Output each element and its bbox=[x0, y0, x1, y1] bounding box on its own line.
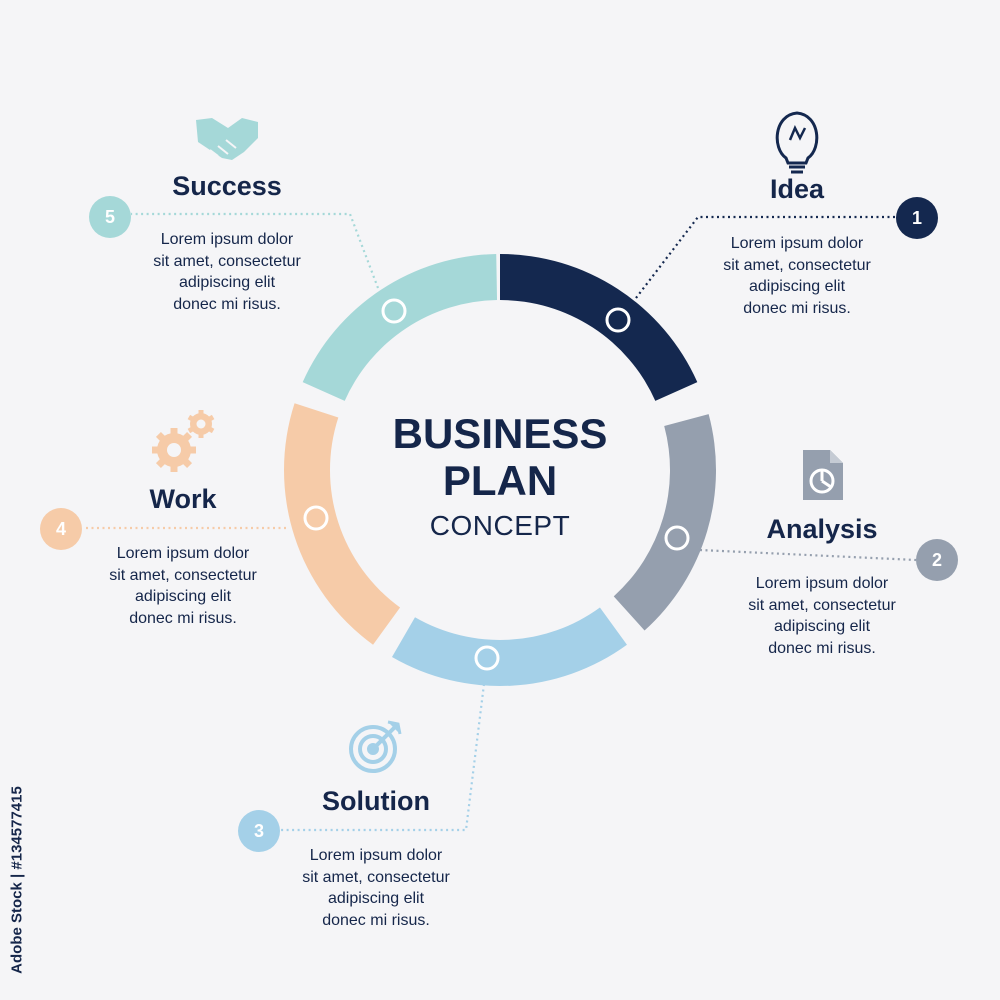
gear-tooth bbox=[182, 458, 193, 469]
step-description-analysis: Lorem ipsum dolor sit amet, consectetur … bbox=[712, 573, 932, 659]
center-subtitle: CONCEPT bbox=[429, 510, 571, 541]
step-description-solution: Lorem ipsum dolor sit amet, consectetur … bbox=[266, 845, 486, 931]
gear-tooth bbox=[155, 458, 166, 469]
step-badge-3: 3 bbox=[238, 810, 280, 852]
connector-line-idea bbox=[635, 215, 897, 299]
gear-tooth bbox=[198, 433, 204, 438]
step-badge-5: 5 bbox=[89, 196, 131, 238]
description-line: donec mi risus. bbox=[173, 295, 281, 313]
description-line: donec mi risus. bbox=[768, 639, 876, 657]
step-title-success: Success bbox=[172, 171, 282, 201]
ring-marker-success bbox=[381, 298, 407, 324]
description-line: sit amet, consectetur bbox=[153, 252, 301, 270]
ring-marker-work bbox=[303, 505, 329, 531]
gear-tooth bbox=[189, 446, 196, 454]
description-line: adipiscing elit bbox=[178, 274, 276, 291]
ring-segment-solution bbox=[392, 607, 627, 686]
description-line: sit amet, consectetur bbox=[723, 256, 871, 274]
step-title-solution: Solution bbox=[322, 786, 430, 816]
description-line: adipiscing elit bbox=[748, 278, 846, 295]
watermark-text: Adobe Stock | #134577415 bbox=[8, 786, 26, 974]
description-line: Lorem ipsum dolor bbox=[755, 575, 889, 592]
gear-tooth bbox=[170, 428, 178, 435]
step-title-work: Work bbox=[149, 484, 217, 514]
gear-tooth bbox=[187, 414, 195, 422]
gear-tooth bbox=[187, 426, 195, 434]
center-title-line1: BUSINESS bbox=[392, 410, 608, 457]
center-title-line2: PLAN bbox=[442, 457, 558, 504]
description-line: Lorem ipsum dolor bbox=[116, 545, 250, 562]
target-arrow-icon bbox=[349, 720, 402, 773]
description-line: sit amet, consectetur bbox=[109, 566, 257, 584]
handshake-icon bbox=[196, 118, 258, 160]
description-line: sit amet, consectetur bbox=[302, 868, 450, 886]
description-line: adipiscing elit bbox=[327, 890, 425, 907]
step-description-work: Lorem ipsum dolor sit amet, consectetur … bbox=[73, 543, 293, 629]
ring-marker-analysis bbox=[664, 525, 690, 551]
description-line: donec mi risus. bbox=[743, 299, 851, 317]
description-line: sit amet, consectetur bbox=[748, 596, 896, 614]
step-badge-1: 1 bbox=[896, 197, 938, 239]
step-description-idea: Lorem ipsum dolor sit amet, consectetur … bbox=[687, 233, 907, 319]
gear-tooth bbox=[198, 410, 204, 415]
description-line: adipiscing elit bbox=[773, 618, 871, 635]
description-line: Lorem ipsum dolor bbox=[730, 235, 864, 252]
gear-tooth bbox=[155, 431, 166, 442]
gear-tooth bbox=[182, 431, 193, 442]
gear-tooth bbox=[152, 446, 159, 454]
step-badge-4: 4 bbox=[40, 508, 82, 550]
gear-tooth bbox=[170, 465, 178, 472]
ring-segment-idea bbox=[500, 254, 698, 401]
gear-tooth bbox=[207, 426, 215, 434]
ring-marker-solution bbox=[474, 645, 500, 671]
stock-watermark: Adobe Stock | #134577415 bbox=[4, 770, 30, 990]
lightbulb-icon bbox=[775, 111, 819, 174]
ring-marker-idea bbox=[605, 307, 631, 333]
description-line: Lorem ipsum dolor bbox=[309, 847, 443, 864]
step-title-analysis: Analysis bbox=[766, 514, 878, 544]
gear-tooth bbox=[207, 414, 215, 422]
step-description-success: Lorem ipsum dolor sit amet, consectetur … bbox=[117, 229, 337, 315]
connector-line-solution bbox=[281, 683, 486, 832]
description-line: adipiscing elit bbox=[134, 588, 232, 605]
ring-segment-success bbox=[302, 254, 498, 401]
description-line: donec mi risus. bbox=[129, 609, 237, 627]
description-line: Lorem ipsum dolor bbox=[160, 231, 294, 248]
step-title-idea: Idea bbox=[769, 174, 825, 204]
step-badge-2: 2 bbox=[916, 539, 958, 581]
description-line: donec mi risus. bbox=[322, 911, 430, 929]
gears-icon bbox=[152, 410, 215, 472]
document-chart-icon bbox=[803, 450, 843, 500]
ring-segment-work bbox=[283, 403, 401, 645]
ring-segment-analysis bbox=[613, 414, 716, 631]
connector-line-analysis bbox=[699, 548, 917, 562]
